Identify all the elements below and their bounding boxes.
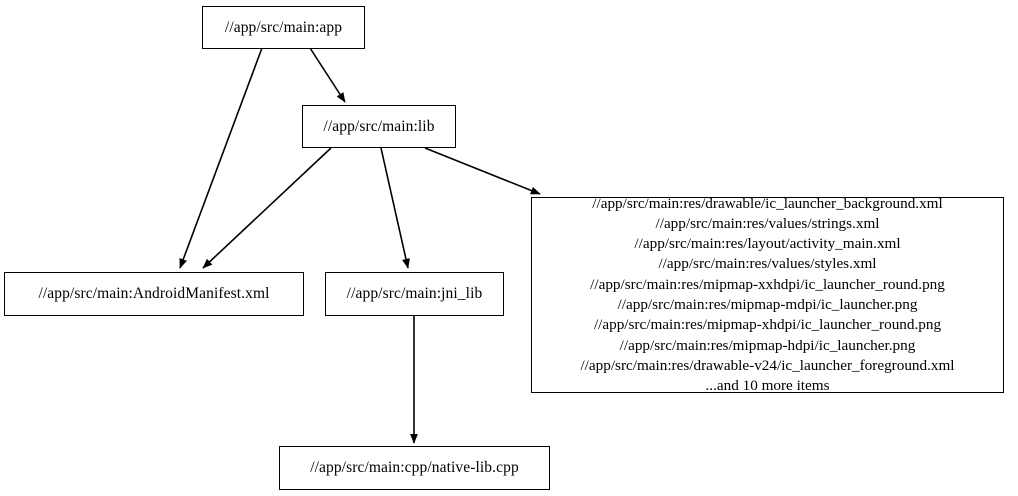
resource-line-4: //app/src/main:res/values/styles.xml	[658, 255, 877, 273]
node-android-manifest-label: //app/src/main:AndroidManifest.xml	[38, 285, 270, 303]
resource-line-8: //app/src/main:res/mipmap-hdpi/ic_launch…	[619, 336, 916, 354]
resource-line-7: //app/src/main:res/mipmap-xhdpi/ic_launc…	[593, 316, 942, 334]
node-native-lib-cpp[interactable]: //app/src/main:cpp/native-lib.cpp	[279, 446, 550, 490]
resource-line-6: //app/src/main:res/mipmap-mdpi/ic_launch…	[617, 296, 918, 313]
resource-line-5: //app/src/main:res/mipmap-xxhdpi/ic_laun…	[590, 275, 945, 293]
edge-lib-to-manifest	[202, 147, 332, 269]
resource-line-3: //app/src/main:res/layout/activity_main.…	[634, 235, 901, 253]
node-lib-label: //app/src/main:lib	[323, 117, 435, 135]
edge-app-to-manifest	[179, 47, 263, 269]
edge-app-to-lib	[309, 47, 346, 103]
resource-line-2: //app/src/main:res/values/strings.xml	[655, 214, 880, 232]
resource-line-9: //app/src/main:res/drawable-v24/ic_launc…	[580, 356, 955, 374]
edge-lib-to-resources	[424, 147, 541, 195]
node-resources[interactable]: //app/src/main:res/drawable/ic_launcher_…	[531, 194, 1004, 395]
edge-lib-to-jni-lib	[380, 147, 410, 269]
resource-line-more-items: ...and 10 more items	[705, 377, 830, 395]
node-app[interactable]: //app/src/main:app	[202, 6, 365, 49]
node-jni-lib-label: //app/src/main:jni_lib	[346, 285, 483, 303]
node-android-manifest[interactable]: //app/src/main:AndroidManifest.xml	[4, 272, 304, 316]
node-jni-lib[interactable]: //app/src/main:jni_lib	[325, 272, 504, 316]
node-native-lib-cpp-label: //app/src/main:cpp/native-lib.cpp	[310, 459, 519, 477]
node-lib[interactable]: //app/src/main:lib	[302, 105, 456, 148]
node-app-label: //app/src/main:app	[224, 18, 343, 36]
resource-line-1: //app/src/main:res/drawable/ic_launcher_…	[592, 194, 943, 212]
